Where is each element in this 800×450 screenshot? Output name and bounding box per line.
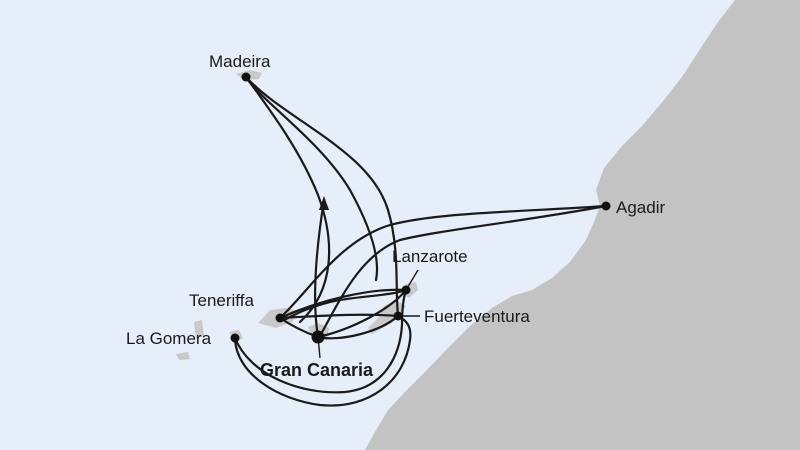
port-marker-agadir — [601, 201, 611, 211]
route-teneriffa-fuerteventura — [278, 313, 400, 320]
route-fuerteventura-gran-canaria — [316, 314, 400, 340]
port-marker-teneriffa — [275, 313, 285, 323]
port-marker-fuerteventura — [393, 311, 403, 321]
label-teneriffa: Teneriffa — [189, 291, 254, 310]
route-gran-canaria-madeira — [314, 198, 326, 339]
route-teneriffa-lanzarote — [278, 288, 408, 320]
label-madeira: Madeira — [209, 52, 271, 71]
route-madeira-teneriffa — [244, 75, 331, 324]
african-coast-landmass — [365, 0, 800, 450]
route-la-gomera-lanzarote-loop — [233, 288, 408, 394]
label-la-gomera: La Gomera — [126, 329, 212, 348]
route-direction-arrow — [319, 196, 329, 210]
label-agadir: Agadir — [616, 198, 665, 217]
route-lanzarote-gran-canaria — [316, 288, 408, 339]
label-gran-canaria: Gran Canaria — [260, 360, 374, 380]
route-la-gomera-fuerteventura-loop — [233, 314, 412, 407]
port-marker-la-gomera — [230, 333, 240, 343]
route-lanzarote-teneriffa-arc — [282, 288, 408, 322]
label-lanzarote: Lanzarote — [392, 247, 468, 266]
route-madeira-fuerteventura — [244, 75, 400, 317]
route-agadir-teneriffa — [278, 204, 608, 320]
la-palma-island — [194, 320, 204, 338]
label-fuerteventura: Fuerteventura — [424, 307, 530, 326]
port-marker-lanzarote — [401, 285, 411, 295]
port-marker-gran-canaria — [311, 330, 325, 344]
port-marker-madeira — [241, 72, 251, 82]
el-hierro-island — [176, 352, 190, 360]
